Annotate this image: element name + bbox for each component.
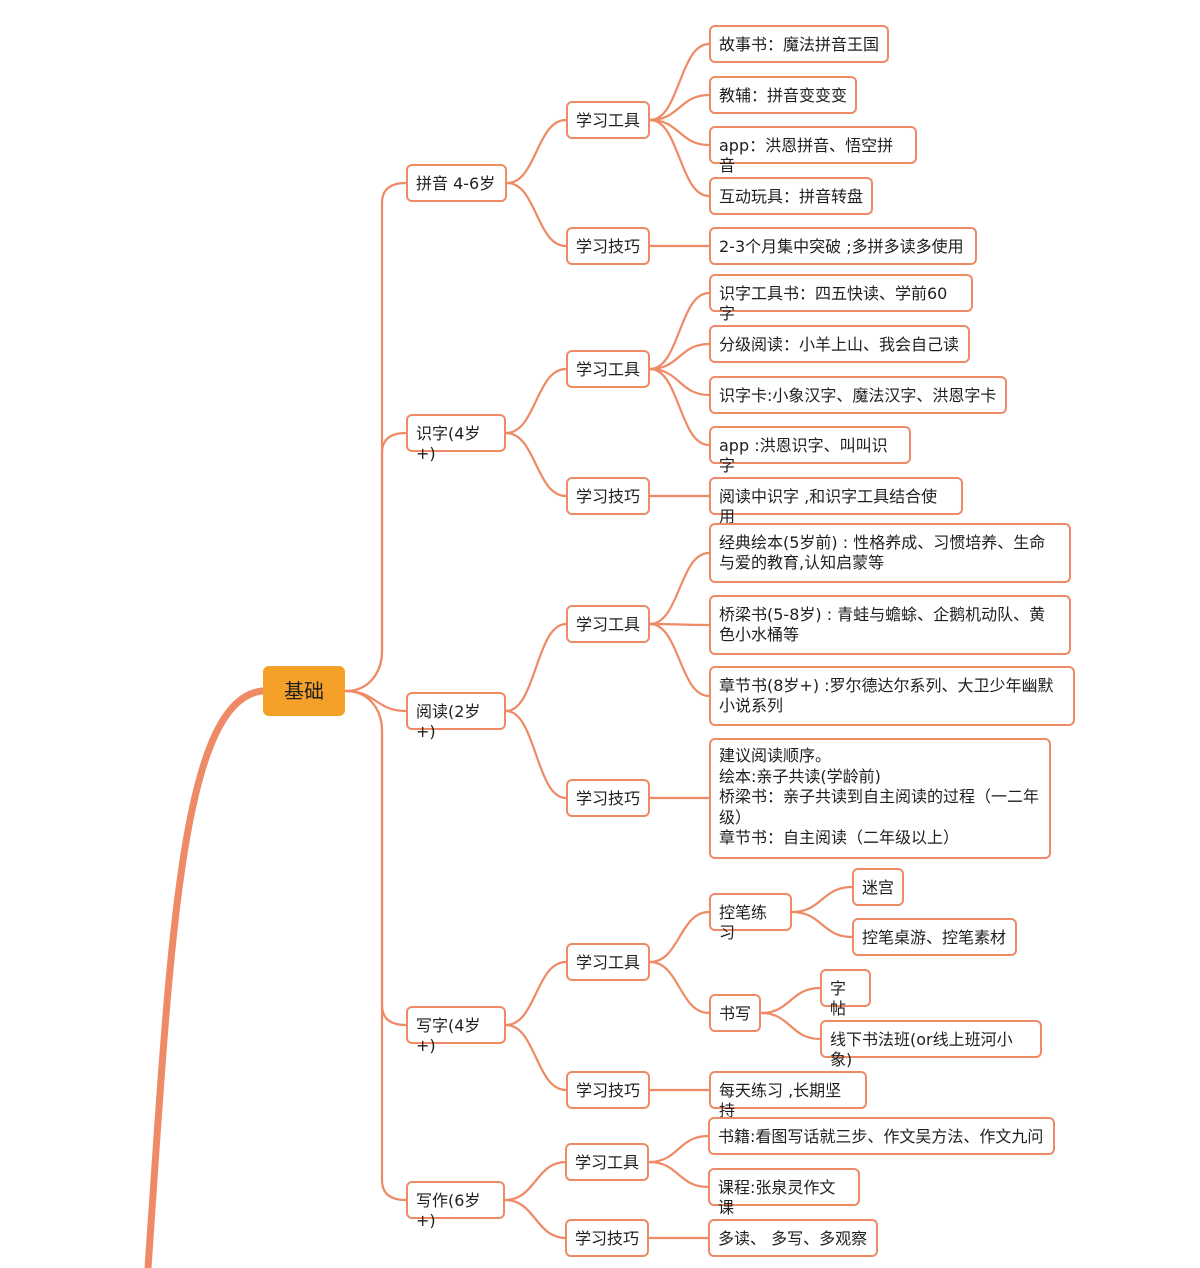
connector-line — [648, 622, 711, 627]
connector-line — [504, 431, 568, 498]
connector-line — [504, 622, 568, 713]
literacy-tips-text: 阅读中识字 ,和识字工具结合使用 — [709, 477, 963, 526]
reading-tips: 学习技巧 — [566, 779, 650, 817]
connector-line — [504, 960, 568, 1027]
connector-line — [503, 1198, 568, 1240]
branch-literacy: 识字(4岁+) — [406, 414, 506, 463]
connector-line — [648, 118, 711, 198]
literacy-tool-item: 识字工具书：四五快读、学前60字 — [709, 274, 973, 323]
composition-tips-text: 多读、 多写、多观察 — [708, 1219, 878, 1257]
connector-line — [648, 342, 711, 371]
handwriting-group-item: 线下书法班(or线上班河小象) — [820, 1020, 1042, 1069]
handwriting-group-item: 字帖 — [820, 969, 871, 1018]
connector-line — [504, 367, 568, 435]
connector-line — [504, 1023, 568, 1092]
connector-line — [505, 181, 568, 248]
pinyin-tips-text: 2-3个月集中突破 ;多拼多读多使用 — [709, 227, 977, 265]
handwriting-group-item: 迷宫 — [852, 868, 904, 906]
handwriting-tools: 学习工具 — [566, 943, 650, 981]
literacy-tools: 学习工具 — [566, 350, 650, 388]
root-node-basics: 基础 — [263, 666, 345, 716]
pinyin-tips: 学习技巧 — [566, 227, 650, 265]
pinyin-tool-item: 故事书：魔法拼音王国 — [709, 25, 889, 63]
connector-line — [648, 118, 711, 147]
handwriting-group: 控笔练习 — [709, 893, 792, 942]
connector-line — [648, 291, 711, 371]
connector-line — [790, 885, 854, 914]
literacy-tool-item: app :洪恩识字、叫叫识字 — [709, 426, 911, 475]
connector-line — [647, 1134, 710, 1164]
connector-line — [790, 910, 854, 939]
reading-tool-item: 章节书(8岁+) :罗尔德达尔系列、大卫少年幽默小说系列 — [709, 666, 1075, 726]
pinyin-tool-item: app：洪恩拼音、悟空拼音 — [709, 126, 917, 175]
composition-tool-item: 书籍:看图写话就三步、作文吴方法、作文九问 — [708, 1117, 1055, 1155]
composition-tool-item: 课程:张泉灵作文课 — [708, 1168, 860, 1217]
connector-line — [759, 1011, 822, 1041]
pinyin-tool-item: 教辅：拼音变变变 — [709, 76, 857, 114]
reading-tool-item: 桥梁书(5-8岁) : 青蛙与蟾蜍、企鹅机动队、黄色小水桶等 — [709, 595, 1071, 655]
connector-line — [344, 689, 408, 1027]
handwriting-tips-text: 每天练习 ,长期坚持 — [709, 1071, 867, 1120]
branch-reading: 阅读(2岁+) — [406, 692, 506, 741]
branch-pinyin: 拼音 4-6岁 — [406, 164, 507, 202]
connector-line — [648, 367, 711, 447]
handwriting-group-item: 控笔桌游、控笔素材 — [852, 918, 1017, 956]
literacy-tool-item: 分级阅读：小羊上山、我会自己读 — [709, 325, 970, 363]
connector-line — [144, 687, 266, 1268]
connector-line — [648, 910, 711, 964]
branch-composition: 写作(6岁+) — [406, 1181, 505, 1230]
branch-handwriting: 写字(4岁+) — [406, 1006, 506, 1055]
connector-line — [759, 986, 822, 1015]
composition-tools: 学习工具 — [565, 1143, 649, 1181]
reading-tools: 学习工具 — [566, 605, 650, 643]
composition-tips: 学习技巧 — [565, 1219, 649, 1257]
connector-line — [505, 118, 568, 185]
connector-line — [344, 689, 408, 1202]
connector-line — [344, 181, 408, 693]
handwriting-tips: 学习技巧 — [566, 1071, 650, 1109]
pinyin-tools: 学习工具 — [566, 101, 650, 139]
connector-line — [648, 93, 711, 122]
connector-line — [648, 367, 711, 397]
connector-line — [648, 622, 711, 698]
reading-tool-item: 经典绘本(5岁前) : 性格养成、习惯培养、生命与爱的教育,认知启蒙等 — [709, 523, 1071, 583]
connector-line — [504, 709, 568, 800]
connector-line — [503, 1160, 568, 1202]
connector-line — [648, 960, 711, 1015]
connector-line — [648, 42, 711, 122]
pinyin-tool-item: 互动玩具：拼音转盘 — [709, 177, 873, 215]
handwriting-group: 书写 — [709, 994, 761, 1032]
connector-line — [344, 431, 408, 693]
connector-line — [647, 1160, 710, 1189]
literacy-tips: 学习技巧 — [566, 477, 650, 515]
connector-line — [648, 551, 711, 626]
reading-tips-text: 建议阅读顺序。 绘本:亲子共读(学龄前) 桥梁书：亲子共读到自主阅读的过程（一二… — [709, 738, 1051, 859]
literacy-tool-item: 识字卡:小象汉字、魔法汉字、洪恩字卡 — [709, 376, 1007, 414]
